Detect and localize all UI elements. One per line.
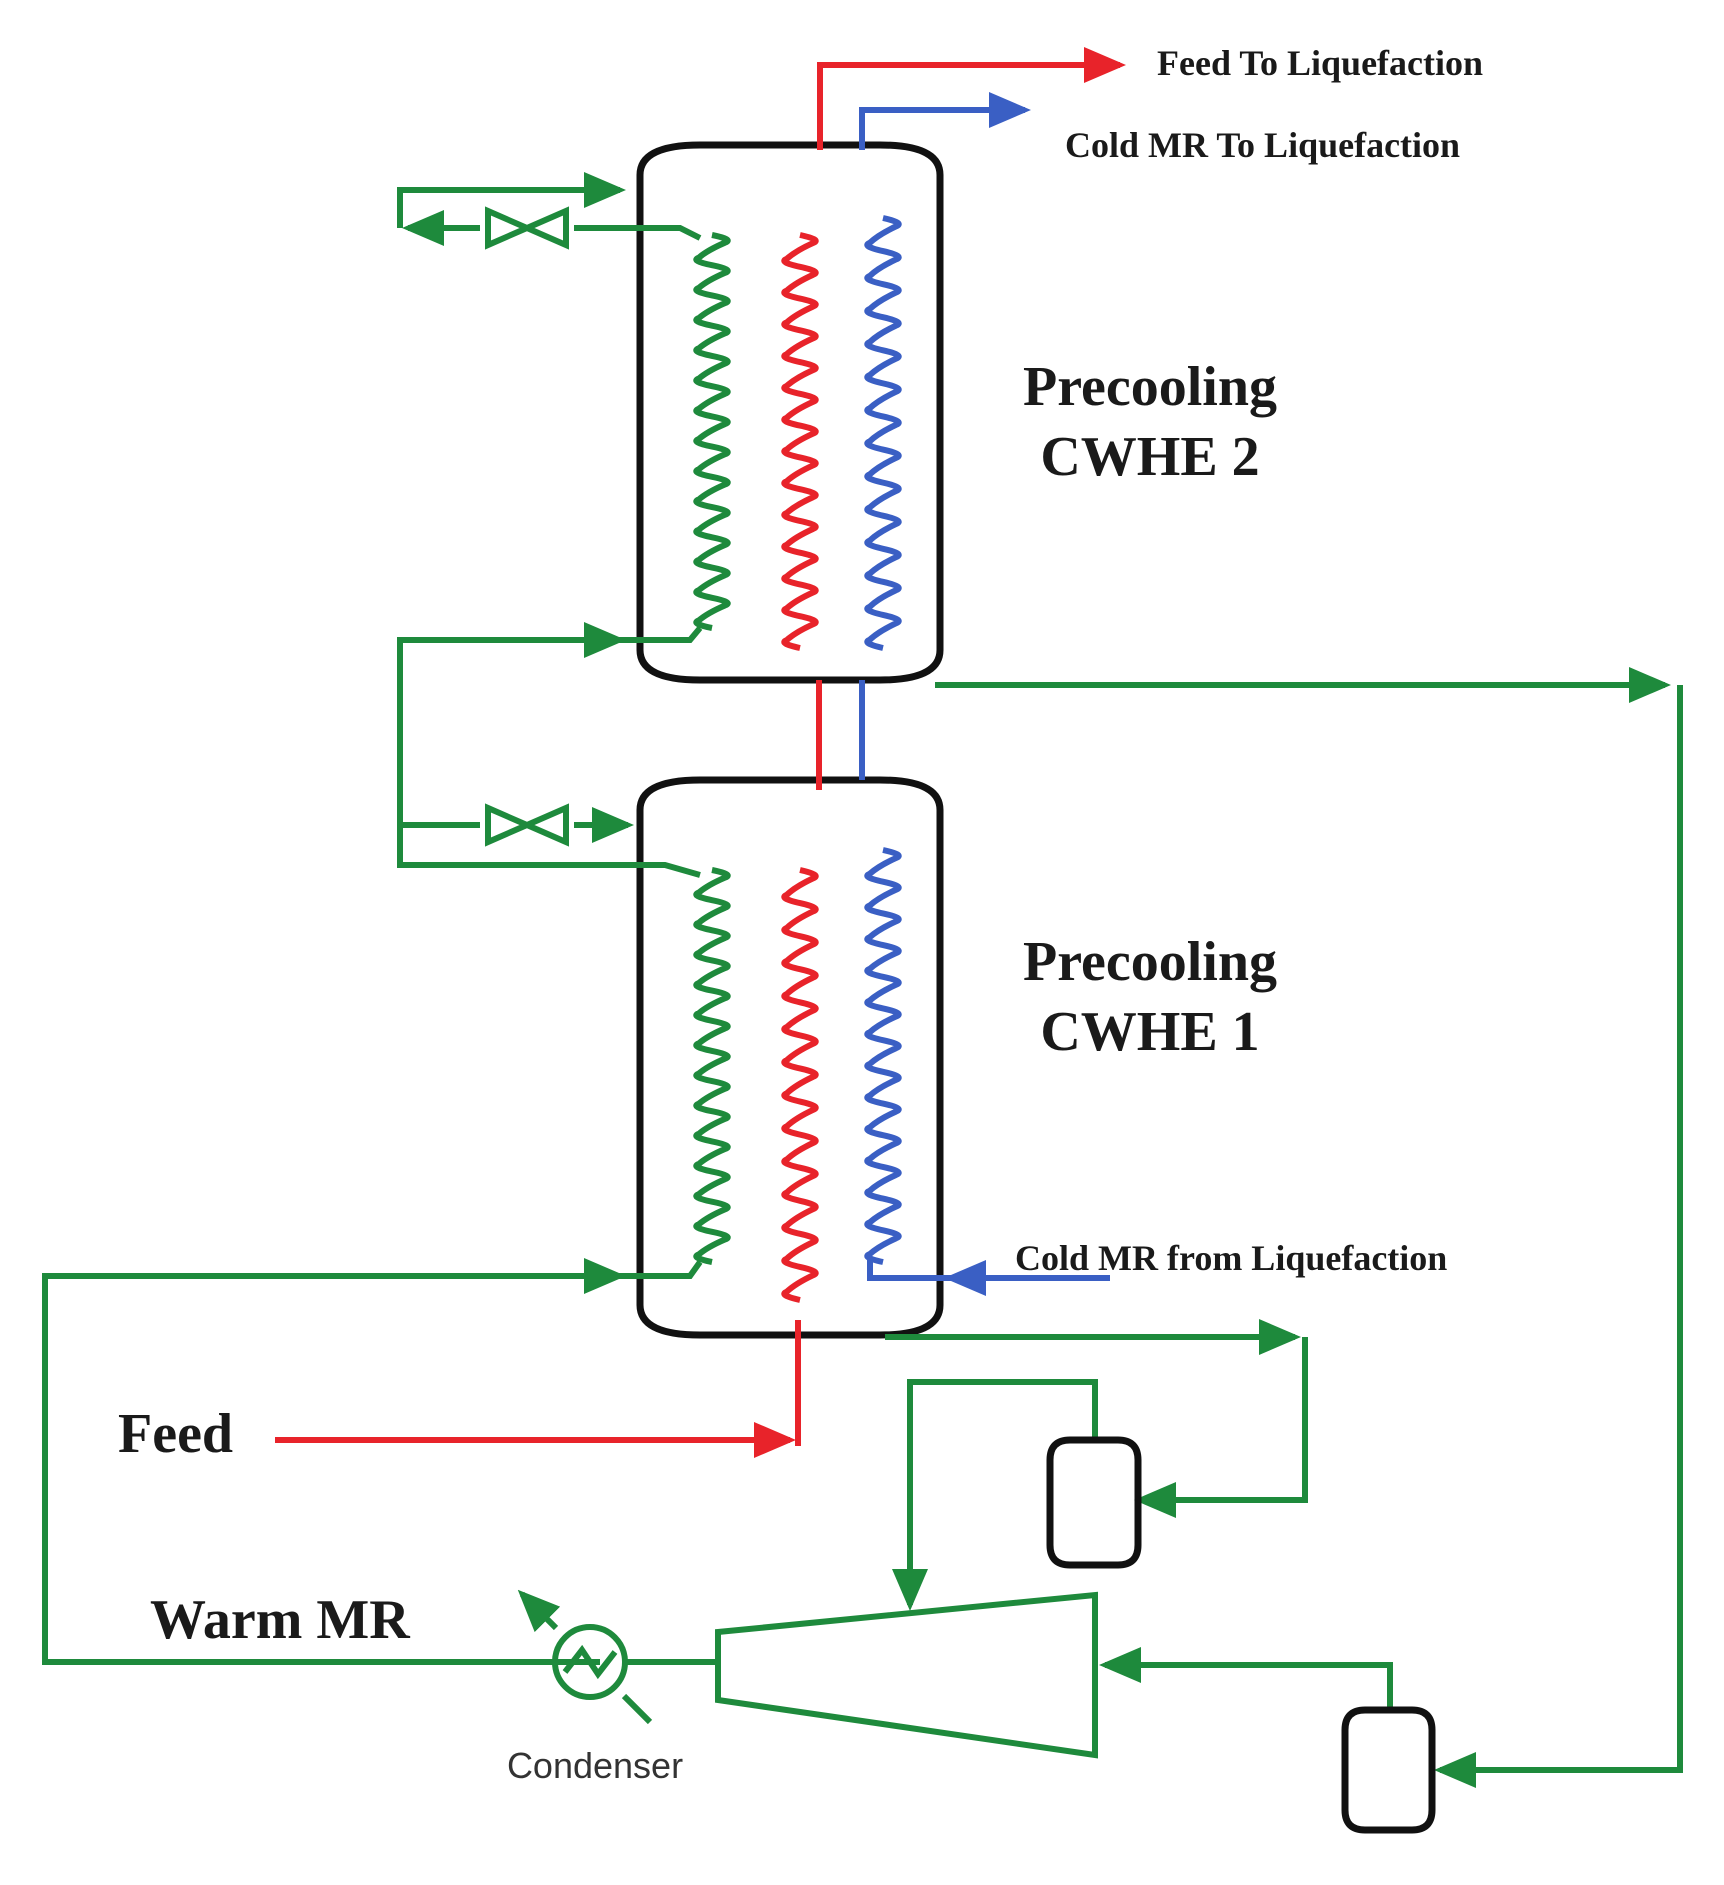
- mr-loop: [42, 172, 1683, 1788]
- cwhe2-title-line2: CWHE 2: [1040, 426, 1259, 488]
- cwhe1-title-line2: CWHE 1: [1040, 1001, 1259, 1063]
- condenser-icon: [517, 1589, 653, 1725]
- cwhe1-feed-coil: [781, 867, 819, 1303]
- coils-group: [693, 215, 902, 1303]
- feed-line: [275, 47, 1126, 1458]
- cwhe2-mr-coil: [693, 232, 731, 631]
- cold-mr-line: [859, 92, 1110, 1296]
- feed-to-liquefaction-label: Feed To Liquefaction: [1157, 43, 1483, 83]
- cold-mr-to-liquefaction-label: Cold MR To Liquefaction: [1065, 125, 1460, 165]
- warm-mr-label: Warm MR: [150, 1589, 410, 1651]
- cwhe1-cold-mr-coil: [864, 847, 902, 1265]
- separator-drum-icon: [1046, 1436, 1142, 1569]
- condenser-label: Condenser: [507, 1745, 683, 1786]
- cwhe2-title-line1: Precooling: [1023, 356, 1277, 418]
- valve-icon[interactable]: [485, 803, 569, 847]
- separator-drum-icon: [1341, 1706, 1436, 1834]
- cwhe2-vessel: [636, 141, 944, 684]
- cwhe2-feed-coil: [781, 232, 819, 651]
- cwhe2-cold-mr-coil: [864, 215, 902, 651]
- cwhe1-mr-coil: [693, 867, 731, 1265]
- cold-mr-from-liquefaction-label: Cold MR from Liquefaction: [1015, 1238, 1447, 1278]
- compressor-icon: [715, 1591, 1098, 1759]
- cwhe1-vessel: [636, 776, 944, 1339]
- cwhe1-title-line1: Precooling: [1023, 931, 1277, 993]
- feed-label: Feed: [118, 1403, 233, 1465]
- valve-icon[interactable]: [485, 206, 569, 250]
